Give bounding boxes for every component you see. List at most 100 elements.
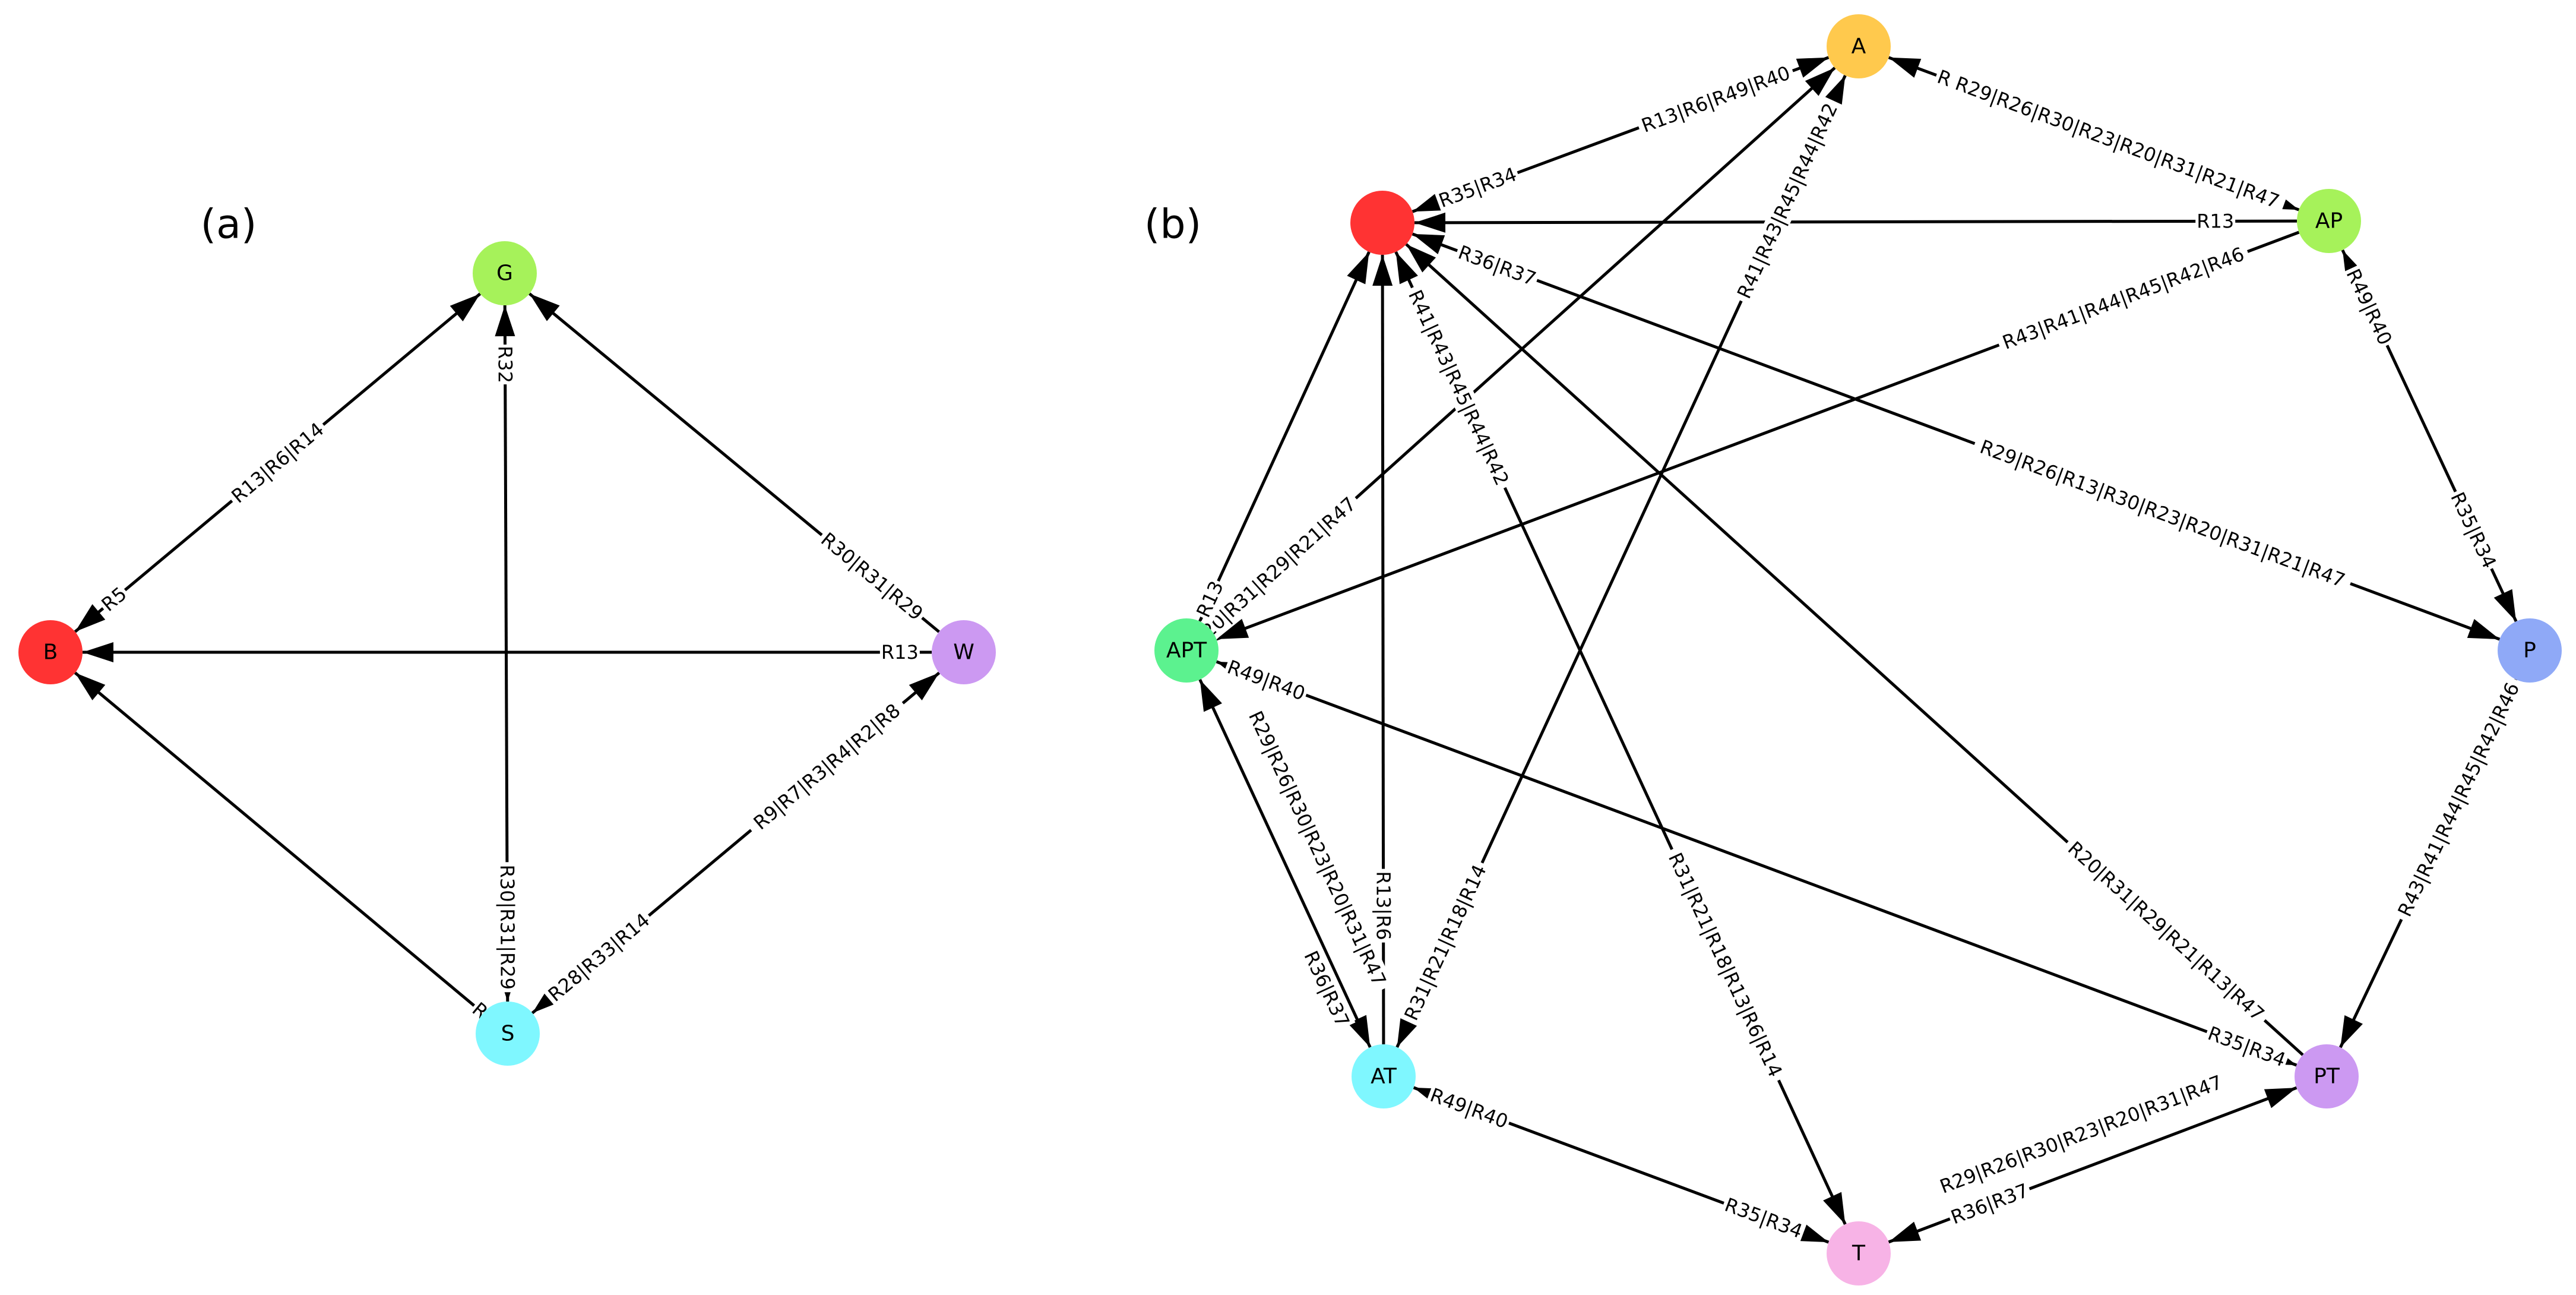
edge-label-background [879, 640, 920, 664]
edge-label-background [1298, 945, 1356, 1033]
edge-label-text: R9|R7|R3|R4|R2|R8 [749, 699, 905, 835]
node-label-a-W: W [953, 640, 974, 665]
edge-label-background [1995, 240, 2252, 356]
arrowhead [450, 293, 480, 321]
arrowhead [1216, 618, 1249, 640]
edge-label-text: R28|R33|R14 [544, 909, 654, 1006]
edge-label-background [2340, 263, 2398, 350]
edge-label: R35|R34 [1720, 1192, 1808, 1245]
edge-label: R41|R43|R45|R44|R42 [1401, 282, 1516, 493]
edge-label: R32 [493, 345, 517, 385]
arrowhead [2264, 1088, 2297, 1108]
edge-label: R49|R40 [2340, 263, 2398, 350]
edge-label: R35|R34 [2444, 487, 2502, 574]
edge-label-background [1241, 702, 1394, 994]
node-b-AP [2297, 189, 2361, 253]
edge-label-background [95, 580, 133, 618]
edge-label-background [495, 862, 520, 993]
arrowhead [1200, 680, 1222, 712]
edge-label-background [1946, 69, 2289, 216]
arrowhead [495, 305, 515, 337]
edge-label-background [1183, 489, 1364, 655]
arrowhead [1395, 252, 1418, 285]
edge-label: R35|R34 [1433, 162, 1522, 214]
edge-label: R43|R41|R44|R45|R42|R46 [1995, 240, 2252, 356]
edge-label-background [1453, 239, 1542, 292]
edge-label-background [541, 907, 657, 1009]
edge-label-text: R41|R43|R45|R44|R42 [1733, 100, 1842, 302]
edge-label-text: R36|R37 [1455, 241, 1539, 290]
arrowhead [75, 672, 106, 700]
arrowhead [75, 604, 106, 632]
edge-label-text: R29|R26|R30|R23|R20|R31|R21|R47 [1952, 72, 2283, 213]
node-a-W [932, 620, 996, 684]
arrowhead [1412, 233, 1445, 254]
panel-label-a: (a) [201, 201, 257, 248]
edge-label: R13|R6|R49|R40 [1635, 59, 1797, 139]
node-a-B [18, 620, 83, 684]
arrowhead [2493, 589, 2517, 622]
edge-label-text: R29|R26|R13|R30|R23|R20|R31|R21|R47 [1977, 435, 2348, 592]
node-b-T [1827, 1221, 1891, 1285]
edge-label-background [743, 694, 911, 839]
edge-label-text: R49|R40 [1427, 1084, 1511, 1133]
node-label-b-APT: APT [1166, 639, 1207, 663]
arrowhead [529, 293, 560, 321]
edge-label: R20|R31|R29|R21|R47 [1183, 489, 1364, 655]
edge-label: R43|R41|R44|R45|R42|R46 [2391, 674, 2527, 925]
edge-label: R41|R43|R45|R44|R42 [1730, 96, 1844, 306]
edge-label: R29|R26|R30|R23|R20|R31|R47 [1931, 1068, 2231, 1201]
node-b-R [1350, 191, 1414, 255]
node-a-G [473, 241, 537, 305]
edge-label-text: R13 [2197, 210, 2234, 232]
edge-b-APT-AT [1198, 678, 1372, 1048]
arrowhead [1414, 212, 1446, 233]
edge-label-text: R43|R41|R44|R45|R42|R46 [1999, 242, 2247, 353]
edge-label-background [493, 345, 517, 385]
edge-label: R13 [879, 640, 920, 664]
edge-label-text: R35|R34 [1436, 163, 1520, 212]
edge-label-background [1401, 282, 1516, 493]
node-label-b-AP: AP [2315, 209, 2343, 233]
edge-label: R31|R21|R18|R14 [1398, 858, 1493, 1027]
panel-label-b: (b) [1144, 201, 1201, 248]
arrowhead [2340, 1015, 2363, 1048]
edge-label: R20|R31|R29|R21|R13|R47 [2059, 833, 2273, 1029]
node-label-b-PT: PT [2314, 1065, 2340, 1089]
edge-label-text: R30|R31|R29 [817, 528, 927, 625]
edge-label-background [1433, 162, 1522, 214]
edge-label: R13|R6|R14 [224, 415, 331, 510]
node-label-b-AT: AT [1371, 1065, 1397, 1089]
edge-label-background [1931, 1068, 2231, 1201]
arrowhead [1372, 254, 1393, 286]
edge-label-text: R29|R26|R30|R23|R20|R31|R47 [1936, 1070, 2225, 1198]
edge-label: R29|R26|R30|R23|R20|R31|R21|R47 [1946, 69, 2289, 216]
edge-label-background [2059, 833, 2273, 1029]
edge-label: R49|R40 [1222, 654, 1311, 706]
edges-layer [74, 56, 2518, 1244]
node-label-a-G: G [496, 261, 513, 286]
edge-label-background [1730, 96, 1844, 306]
edge-a-S-B [74, 671, 485, 1015]
edge-label-background [1970, 432, 2355, 595]
node-label-b-P: P [2523, 639, 2536, 663]
arrowhead [1347, 252, 1369, 285]
edge-label-background [1398, 858, 1493, 1027]
edge-label-text: R32 [493, 346, 516, 383]
edge-label-text: R49|R40 [1224, 655, 1308, 705]
node-label-b-A: A [1852, 34, 1866, 59]
node-b-PT [2295, 1044, 2359, 1108]
edge-label: R36|R37 [1298, 945, 1356, 1033]
node-label-b-T: T [1852, 1242, 1866, 1266]
node-b-APT [1154, 618, 1219, 683]
edge-label: R31|R21|R18|R13|R6|R14 [1661, 844, 1790, 1085]
edge-b-AP-R [1414, 219, 2297, 225]
arrowhead [2467, 619, 2500, 640]
edge-label-text: R31|R21|R18|R14 [1400, 861, 1491, 1024]
edge-label-background [1945, 1177, 2034, 1230]
edge-label-background [1635, 59, 1797, 139]
edge-b-APT-PT [1216, 660, 2297, 1067]
edge-label-text: R36|R37 [1299, 947, 1354, 1031]
